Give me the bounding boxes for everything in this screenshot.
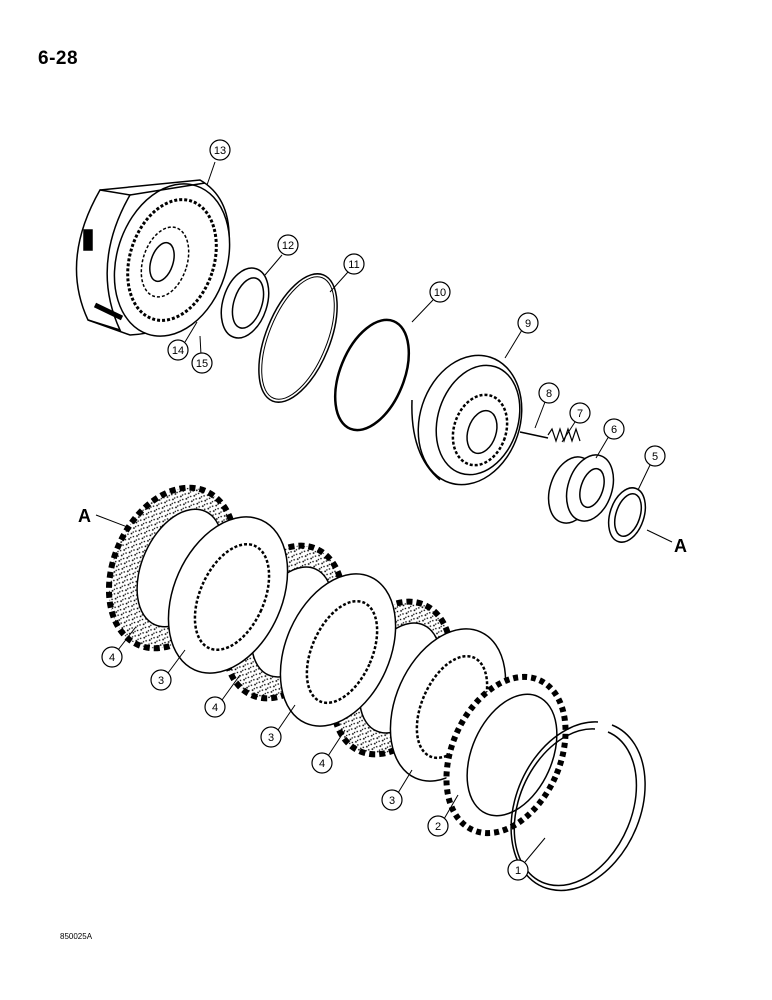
callout-9: 9 [517, 312, 539, 334]
callout-4b: 4 [204, 696, 226, 718]
callout-3a: 3 [150, 669, 172, 691]
svg-text:3: 3 [268, 732, 274, 744]
washer [607, 487, 647, 543]
callout-4c: 4 [311, 752, 333, 774]
callout-15: 15 [191, 352, 213, 374]
svg-text:4: 4 [212, 702, 218, 714]
piston [411, 354, 523, 486]
svg-text:3: 3 [389, 795, 395, 807]
svg-text:15: 15 [196, 358, 208, 370]
svg-text:14: 14 [172, 345, 184, 357]
leader-lines [117, 161, 652, 863]
seal [220, 267, 270, 339]
snap-ring [510, 721, 646, 892]
callout-2: 2 [427, 815, 449, 837]
callout-1: 1 [507, 859, 529, 881]
reference-leader-left [95, 514, 131, 529]
callout-10: 10 [429, 281, 451, 303]
svg-text:9: 9 [525, 318, 531, 330]
callout-4a: 4 [101, 646, 123, 668]
svg-text:12: 12 [282, 240, 294, 252]
svg-text:8: 8 [546, 388, 552, 400]
svg-text:10: 10 [434, 287, 446, 299]
thrust-bearing [547, 454, 615, 524]
callout-5: 5 [644, 445, 666, 467]
callout-6: 6 [603, 418, 625, 440]
svg-text:6: 6 [611, 424, 617, 436]
seal-ring-outer [258, 273, 338, 403]
seal-ring-outer-inner [261, 276, 335, 400]
reference-mark-right: A [674, 536, 687, 556]
steel-plate-1 [167, 516, 289, 674]
callout-14: 14 [167, 339, 189, 361]
steel-plate-2 [279, 573, 397, 727]
callout-7: 7 [569, 402, 591, 424]
callout-3b: 3 [260, 726, 282, 748]
reference-leader-right [646, 529, 673, 543]
callout-11: 11 [343, 253, 365, 275]
clutch-drum [75, 179, 231, 337]
callout-8: 8 [538, 382, 560, 404]
svg-text:11: 11 [348, 259, 359, 271]
svg-text:4: 4 [319, 758, 325, 770]
o-ring [333, 318, 411, 432]
svg-text:5: 5 [652, 451, 658, 463]
svg-text:1: 1 [515, 865, 521, 877]
callout-3c: 3 [381, 789, 403, 811]
svg-text:13: 13 [214, 145, 226, 157]
reference-mark-left: A [78, 506, 91, 526]
svg-text:4: 4 [109, 652, 115, 664]
svg-text:3: 3 [158, 675, 164, 687]
page-number: 6-28 [38, 48, 79, 69]
callout-13: 13 [209, 139, 231, 161]
svg-text:7: 7 [577, 408, 583, 420]
drawing-code: 850025A [60, 932, 93, 941]
callout-12: 12 [277, 234, 299, 256]
callout-list: 13 12 11 10 9 8 7 6 5 14 15 4 3 4 3 4 3 … [101, 139, 666, 881]
pin-and-spring [519, 427, 581, 443]
pressure-plate [443, 673, 569, 837]
svg-text:2: 2 [435, 821, 441, 833]
